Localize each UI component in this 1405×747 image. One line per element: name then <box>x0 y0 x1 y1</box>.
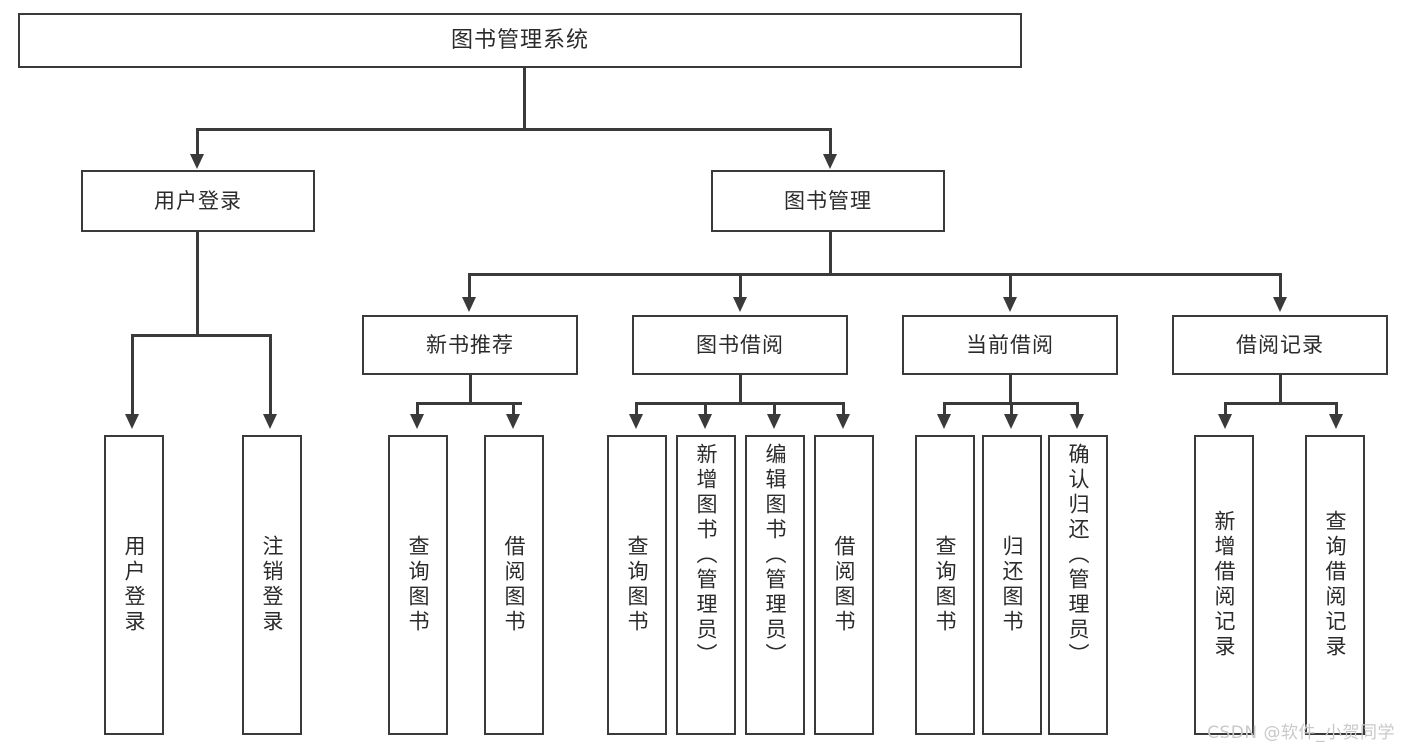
arrow-icon-borrow-book-leaf-2 <box>698 414 712 429</box>
arrow-icon-borrow-record-leaf-2 <box>1329 414 1343 429</box>
arrow-icon-user-login-leaf-1 <box>125 414 139 429</box>
leaf-user-login-login[interactable]: 用户登录 <box>104 435 164 735</box>
node-label: 新书推荐 <box>426 332 514 357</box>
node-label: 查询图书 <box>933 535 958 635</box>
connector-borrow-book-bus <box>635 402 845 405</box>
connector-book-mgmt-bus <box>468 273 1282 276</box>
node-label: 图书管理系统 <box>450 27 589 53</box>
connector-book-mgmt-to-new-book <box>468 273 471 299</box>
leaf-borrow-book-add-admin[interactable]: 新增图书（管理员） <box>676 435 736 735</box>
node-book-management[interactable]: 图书管理 <box>711 170 945 232</box>
connector-new-book-leaf-2 <box>512 402 515 416</box>
arrow-icon-book-mgmt-to-borrow-book <box>733 297 747 312</box>
node-label: 用户登录 <box>122 535 147 635</box>
node-label: 用户登录 <box>154 188 242 213</box>
arrow-icon-borrow-book-leaf-4 <box>836 414 850 429</box>
connector-book-mgmt-to-current-borrow <box>1009 273 1012 299</box>
leaf-current-borrow-confirm-admin[interactable]: 确认归还（管理员） <box>1048 435 1108 735</box>
node-current-borrow[interactable]: 当前借阅 <box>902 315 1118 375</box>
connector-user-login-leaf-2 <box>269 334 272 416</box>
node-label: 图书借阅 <box>696 332 784 357</box>
connector-new-book-leaf-1 <box>416 402 419 416</box>
leaf-borrow-book-edit-admin[interactable]: 编辑图书（管理员） <box>745 435 805 735</box>
connector-borrow-book-stem <box>739 375 742 404</box>
connector-user-login-leaf-1 <box>131 334 134 416</box>
connector-root-bus <box>196 128 832 131</box>
connector-borrow-book-leaf-1 <box>635 402 638 416</box>
arrow-icon-current-borrow-leaf-2 <box>1004 414 1018 429</box>
node-new-book-recommend[interactable]: 新书推荐 <box>362 315 578 375</box>
connector-current-borrow-leaf-2 <box>1010 402 1013 416</box>
connector-book-mgmt-to-borrow-record <box>1279 273 1282 299</box>
connector-borrow-book-leaf-3 <box>773 402 776 416</box>
node-label: 归还图书 <box>1000 535 1025 635</box>
node-label: 新增借阅记录 <box>1212 510 1237 660</box>
arrow-icon-root-to-user-login <box>190 154 204 169</box>
arrow-icon-root-to-book-mgmt <box>823 154 837 169</box>
connector-current-borrow-stem <box>1009 375 1012 404</box>
connector-user-login-bus <box>131 334 269 337</box>
arrow-icon-current-borrow-leaf-1 <box>937 414 951 429</box>
connector-borrow-book-leaf-4 <box>842 402 845 416</box>
node-label: 借阅图书 <box>832 535 857 635</box>
connector-borrow-book-leaf-2 <box>704 402 707 416</box>
node-label: 新增图书（管理员） <box>694 443 719 668</box>
arrow-icon-book-mgmt-to-new-book <box>462 297 476 312</box>
node-borrow-record[interactable]: 借阅记录 <box>1172 315 1388 375</box>
node-user-login[interactable]: 用户登录 <box>81 170 315 232</box>
arrow-icon-user-login-leaf-2 <box>263 414 277 429</box>
connector-new-book-bus <box>416 402 522 405</box>
node-label: 编辑图书（管理员） <box>763 443 788 668</box>
node-label: 查询图书 <box>625 535 650 635</box>
connector-root-to-user-login <box>196 128 199 156</box>
connector-new-book-stem <box>469 375 472 404</box>
connector-borrow-record-stem <box>1279 375 1282 404</box>
node-label: 借阅图书 <box>502 535 527 635</box>
leaf-current-borrow-query[interactable]: 查询图书 <box>915 435 975 735</box>
node-label: 注销登录 <box>260 535 285 635</box>
arrow-icon-new-book-leaf-2 <box>506 414 520 429</box>
connector-borrow-record-leaf-1 <box>1224 402 1227 416</box>
node-book-borrow[interactable]: 图书借阅 <box>632 315 848 375</box>
connector-book-mgmt-stem <box>829 232 832 276</box>
connector-current-borrow-leaf-3 <box>1076 402 1079 416</box>
connector-book-mgmt-to-borrow-book <box>739 273 742 299</box>
leaf-current-borrow-return[interactable]: 归还图书 <box>982 435 1042 735</box>
connector-user-login-stem <box>196 232 199 337</box>
arrow-icon-book-mgmt-to-borrow-record <box>1273 297 1287 312</box>
arrow-icon-borrow-record-leaf-1 <box>1218 414 1232 429</box>
leaf-borrow-record-query[interactable]: 查询借阅记录 <box>1305 435 1365 735</box>
leaf-borrow-record-add[interactable]: 新增借阅记录 <box>1194 435 1254 735</box>
arrow-icon-book-mgmt-to-current-borrow <box>1003 297 1017 312</box>
connector-root-stem <box>523 68 526 130</box>
leaf-user-login-logout[interactable]: 注销登录 <box>242 435 302 735</box>
leaf-new-book-borrow[interactable]: 借阅图书 <box>484 435 544 735</box>
arrow-icon-borrow-book-leaf-1 <box>629 414 643 429</box>
node-label: 查询借阅记录 <box>1323 510 1348 660</box>
node-label: 确认归还（管理员） <box>1066 443 1091 668</box>
arrow-icon-borrow-book-leaf-3 <box>767 414 781 429</box>
node-root-library-system[interactable]: 图书管理系统 <box>18 13 1022 68</box>
arrow-icon-new-book-leaf-1 <box>410 414 424 429</box>
connector-borrow-record-bus <box>1224 402 1338 405</box>
leaf-borrow-book-query[interactable]: 查询图书 <box>607 435 667 735</box>
connector-root-to-book-mgmt <box>829 128 832 156</box>
node-label: 当前借阅 <box>966 332 1054 357</box>
node-label: 借阅记录 <box>1236 332 1324 357</box>
leaf-new-book-query[interactable]: 查询图书 <box>388 435 448 735</box>
arrow-icon-current-borrow-leaf-3 <box>1070 414 1084 429</box>
connector-borrow-record-leaf-2 <box>1335 402 1338 416</box>
connector-current-borrow-leaf-1 <box>943 402 946 416</box>
node-label: 图书管理 <box>784 188 872 213</box>
node-label: 查询图书 <box>406 535 431 635</box>
leaf-borrow-book-borrow[interactable]: 借阅图书 <box>814 435 874 735</box>
